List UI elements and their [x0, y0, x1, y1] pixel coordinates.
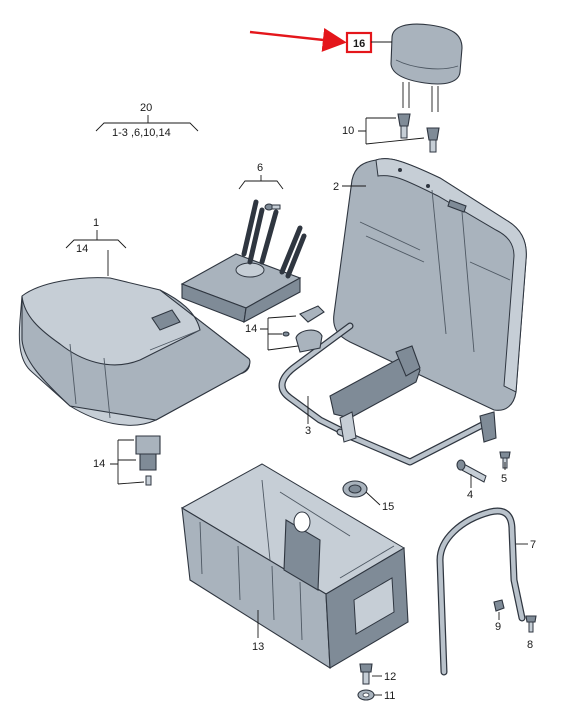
cup-holder-tray[interactable] — [180, 199, 307, 323]
callout-7: 7 — [530, 539, 536, 551]
callout-14-a: 14 — [245, 323, 257, 335]
callout-6: 6 — [257, 162, 263, 174]
headrest-guides[interactable] — [397, 113, 440, 153]
cap-15[interactable] — [342, 480, 368, 498]
callout-4: 4 — [467, 489, 473, 501]
seat-frame[interactable] — [278, 322, 497, 466]
nut-9[interactable] — [493, 599, 505, 612]
callout-15: 15 — [382, 501, 394, 513]
clip-14-upper[interactable] — [282, 305, 325, 353]
callout-13: 13 — [252, 641, 264, 653]
callout-20-range: 1-3 ,6,10,14 — [112, 127, 171, 139]
callout-1: 1 — [93, 217, 99, 229]
highlight-box — [345, 31, 373, 54]
seat-cushion[interactable] — [18, 277, 251, 426]
callout-16: 16 — [353, 38, 365, 50]
storage-box[interactable] — [180, 463, 409, 670]
callout-9: 9 — [495, 621, 501, 633]
callout-12: 12 — [384, 671, 396, 683]
callout-5: 5 — [501, 473, 507, 485]
washer-11[interactable] — [357, 689, 375, 701]
callout-14-b: 14 — [93, 458, 105, 470]
support-rod-7[interactable] — [436, 507, 526, 676]
bolt-4[interactable] — [456, 459, 487, 483]
callout-2: 2 — [333, 181, 339, 193]
callout-8: 8 — [527, 639, 533, 651]
highlight-arrow — [249, 27, 347, 52]
headrest-part[interactable] — [390, 23, 463, 112]
screw-8[interactable] — [525, 615, 537, 633]
callout-10: 10 — [342, 125, 354, 137]
callout-3: 3 — [305, 425, 311, 437]
clip-14-lower[interactable] — [135, 435, 161, 486]
backrest-part[interactable] — [333, 158, 527, 411]
screw-12[interactable] — [359, 663, 373, 685]
callout-20: 20 — [140, 102, 152, 114]
screw-6[interactable] — [264, 203, 281, 211]
callout-1-sub: 14 — [76, 243, 88, 255]
callout-11: 11 — [384, 690, 395, 702]
